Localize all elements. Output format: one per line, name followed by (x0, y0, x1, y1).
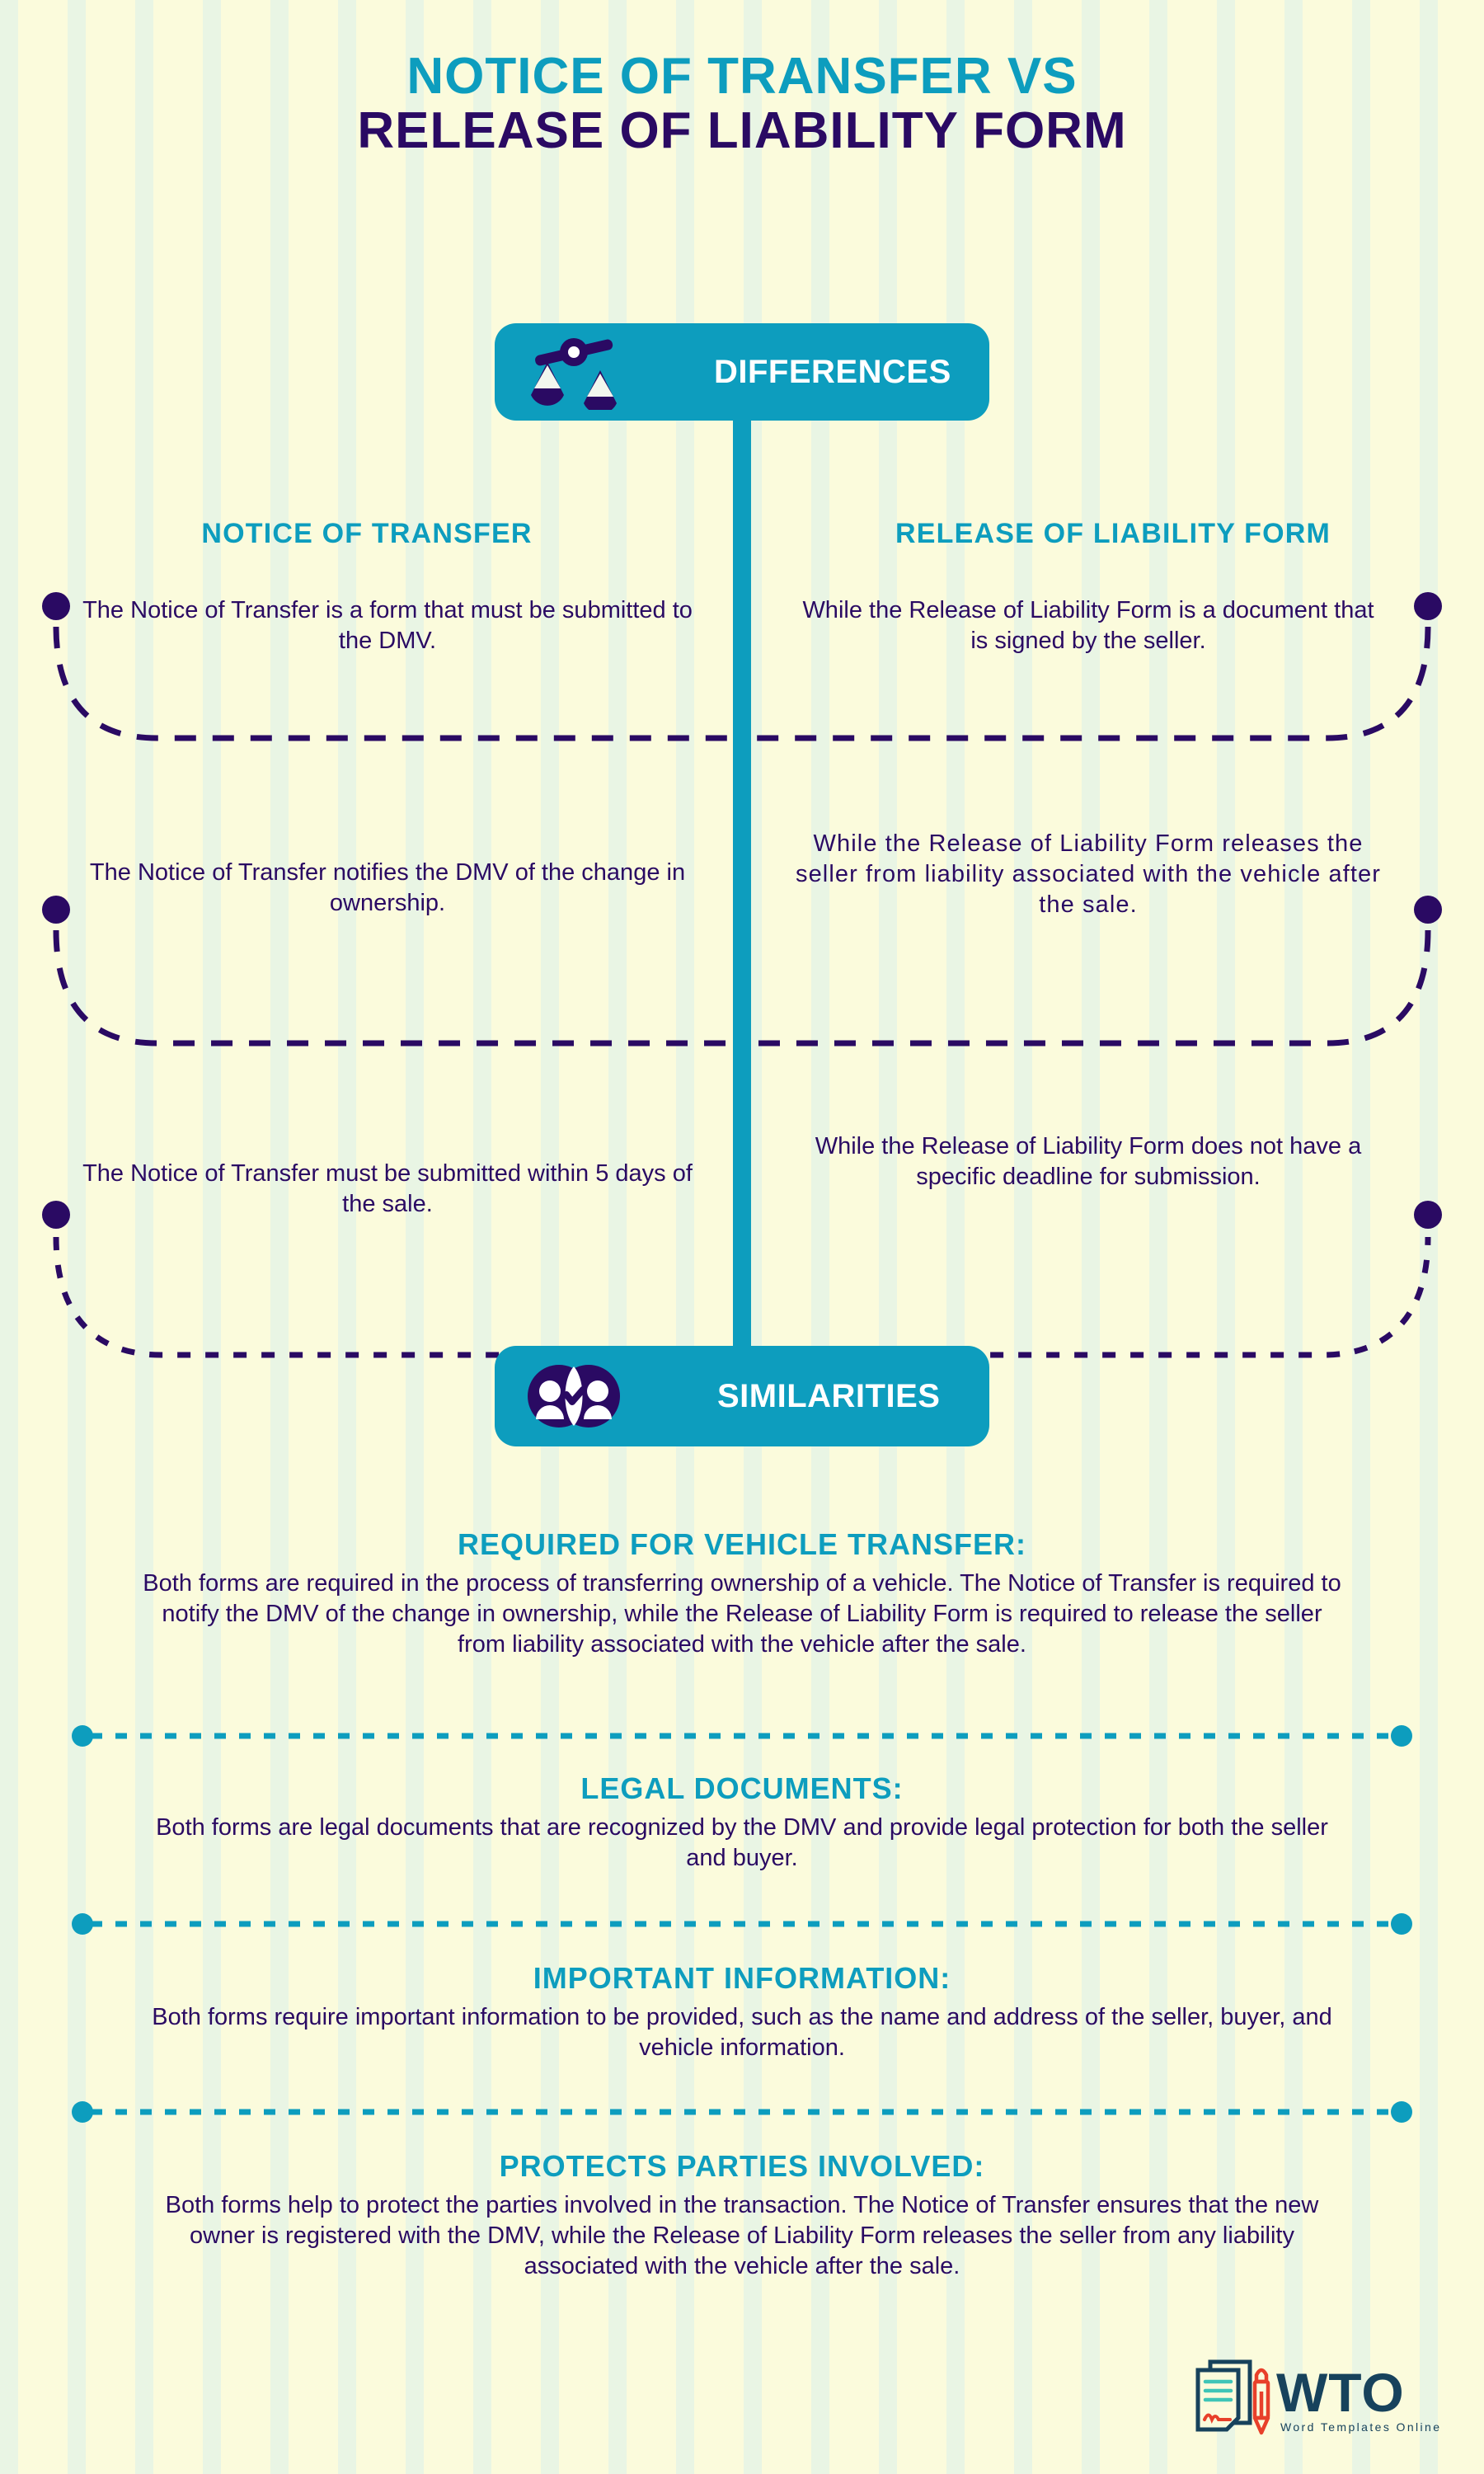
page-title-line-1: NOTICE OF TRANSFER VS (406, 48, 1078, 105)
similarity-body-1: Both forms are required in the process o… (143, 1570, 1341, 1658)
similarity-section-1: REQUIRED FOR VEHICLE TRANSFER: Both form… (82, 1527, 1402, 1660)
svg-text:WTO: WTO (1276, 2362, 1405, 2423)
similarity-section-2: LEGAL DOCUMENTS: Both forms are legal do… (82, 1771, 1402, 1874)
differences-badge: DIFFERENCES (495, 323, 989, 421)
difference-cell-left-1: The Notice of Transfer is a form that mu… (82, 597, 693, 654)
document-and-pen-icon: WTO Word Templates Online (1195, 2359, 1441, 2435)
similarities-badge-label: SIMILARITIES (717, 1377, 941, 1414)
similarity-heading-1: REQUIRED FOR VEHICLE TRANSFER: (457, 1527, 1027, 1561)
difference-cell-right-1: While the Release of Liability Form is a… (802, 597, 1374, 654)
similarity-section-4: PROTECTS PARTIES INVOLVED: Both forms he… (82, 2149, 1402, 2282)
column-header-notice-of-transfer: NOTICE OF TRANSFER (201, 518, 533, 549)
difference-cell-left-2: The Notice of Transfer notifies the DMV … (89, 859, 686, 916)
similarity-heading-2: LEGAL DOCUMENTS: (580, 1771, 904, 1805)
similarity-heading-3: IMPORTANT INFORMATION: (533, 1961, 951, 1995)
difference-cell-left-3: The Notice of Transfer must be submitted… (82, 1160, 693, 1217)
difference-cell-right-3: While the Release of Liability Form does… (815, 1133, 1362, 1190)
wto-logo: WTO Word Templates Online (1171, 2352, 1443, 2458)
similarity-body-3: Both forms require important information… (152, 2004, 1332, 2062)
svg-text:Word Templates Online: Word Templates Online (1280, 2420, 1441, 2434)
similarity-body-4: Both forms help to protect the parties i… (165, 2192, 1319, 2280)
page-title: NOTICE OF TRANSFER VS RELEASE OF LIABILI… (0, 49, 1484, 158)
column-header-release-of-liability: RELEASE OF LIABILITY FORM (895, 518, 1331, 549)
similarity-section-3: IMPORTANT INFORMATION: Both forms requir… (82, 1961, 1402, 2063)
balance-scale-icon (531, 338, 617, 410)
venn-people-check-icon (528, 1365, 620, 1427)
difference-cell-right-2: While the Release of Liability Form rele… (795, 830, 1382, 918)
differences-badge-label: DIFFERENCES (714, 353, 951, 390)
page-title-line-2: RELEASE OF LIABILITY FORM (357, 101, 1127, 159)
similarity-heading-4: PROTECTS PARTIES INVOLVED: (499, 2149, 985, 2183)
similarity-body-2: Both forms are legal documents that are … (156, 1814, 1328, 1872)
similarities-badge: SIMILARITIES (495, 1346, 989, 1446)
